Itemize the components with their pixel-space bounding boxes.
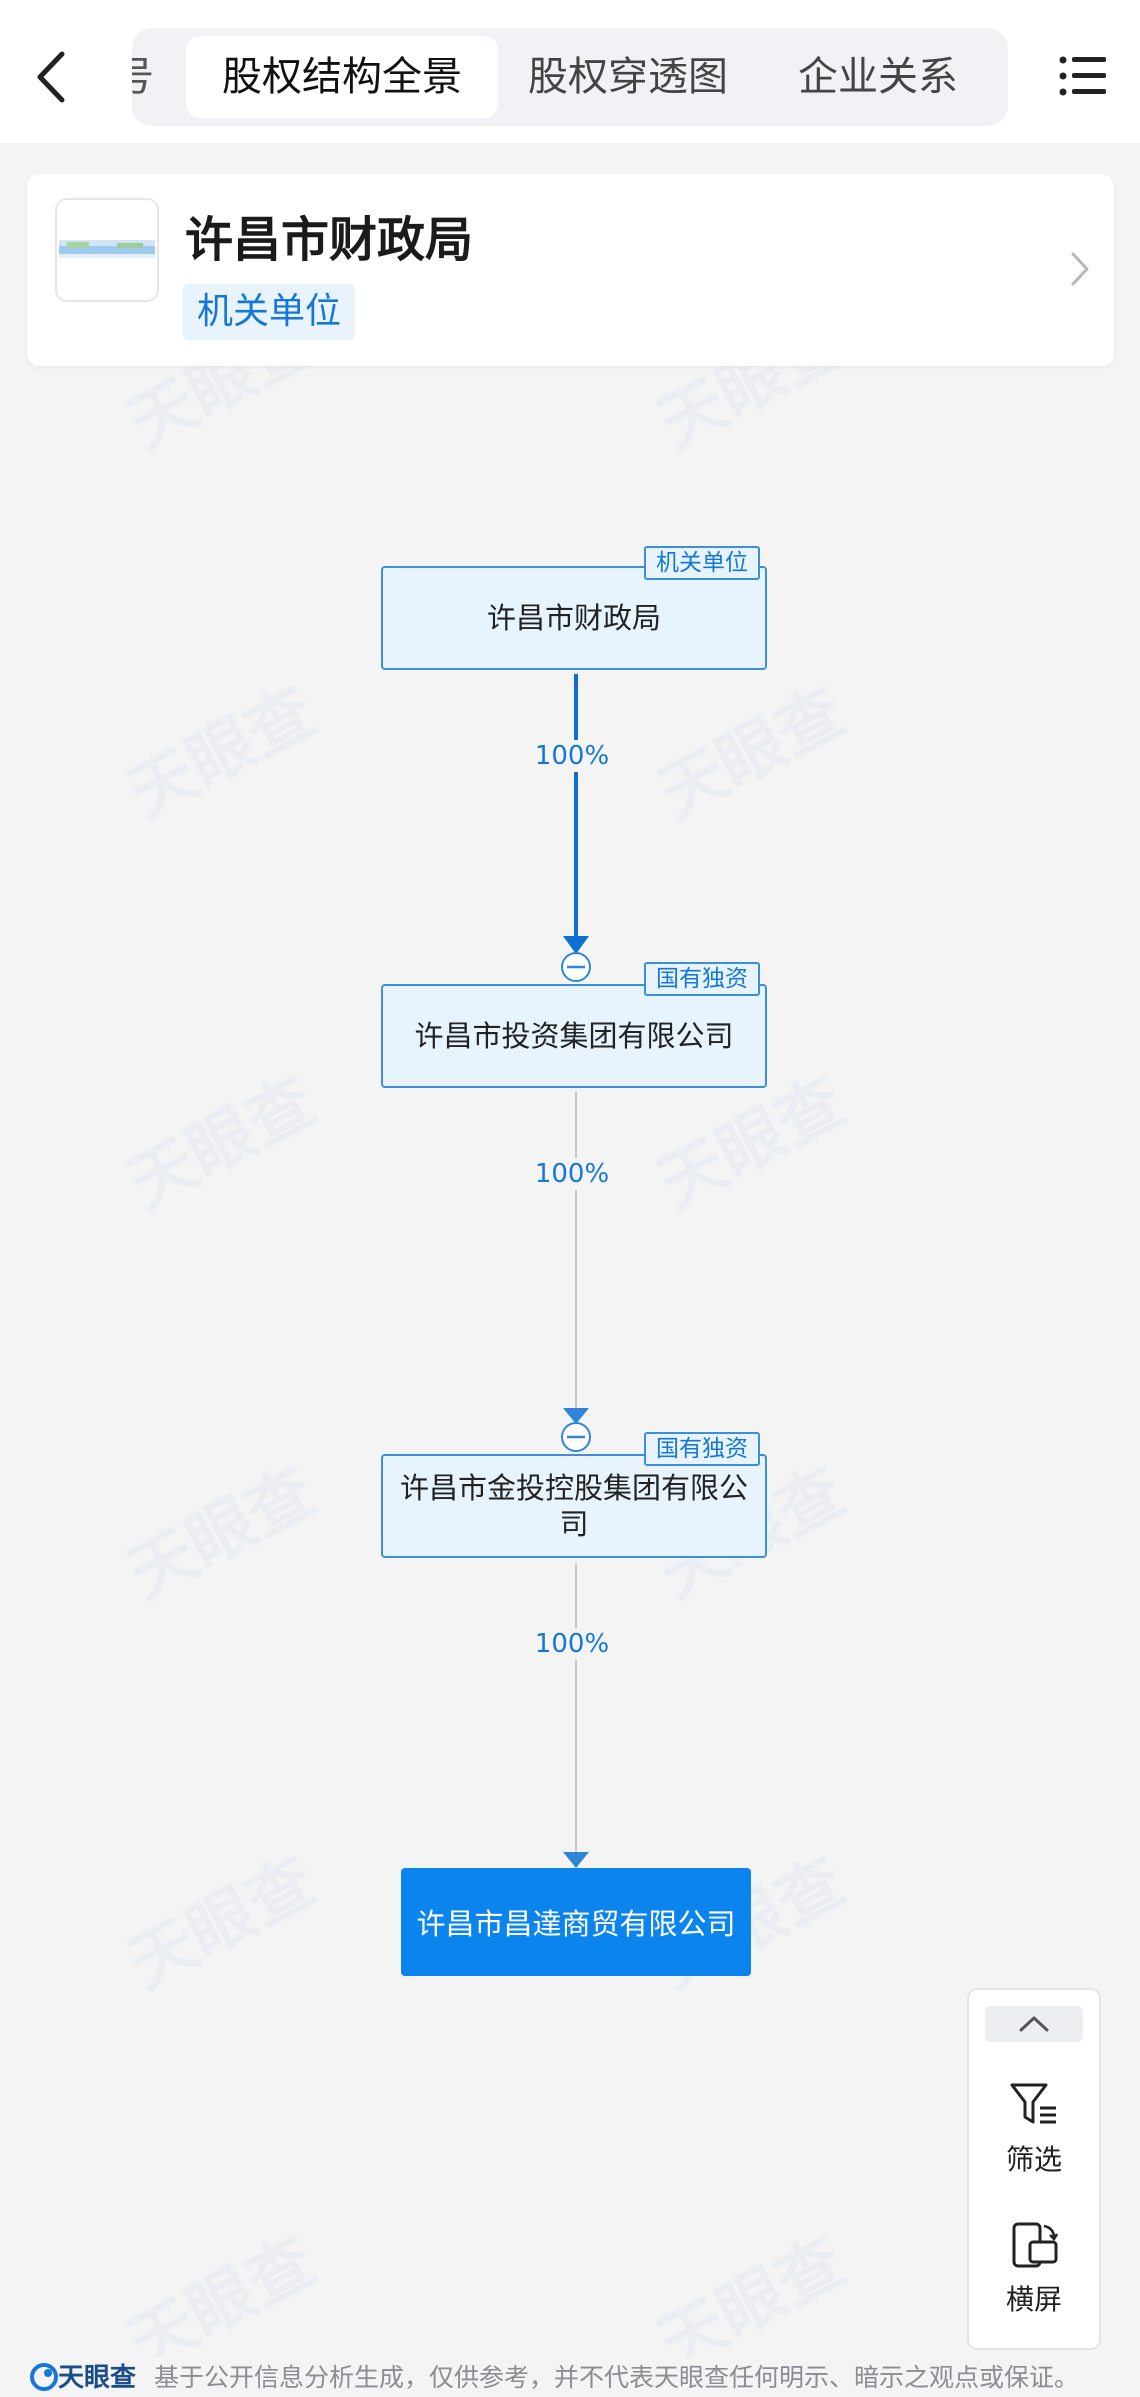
filter-label: 筛选 [1005,2143,1062,2176]
node-name: 许昌市投资集团有限公司 [414,1019,734,1053]
list-menu-icon [1059,56,1106,96]
back-button[interactable] [26,42,86,112]
footer: 天眼查 基于公开信息分析生成，仅供参考，并不代表天眼查任何明示、暗示之观点或保证… [0,2357,1140,2397]
shareholder-node[interactable]: 许昌市财政局 [381,566,767,670]
brand-logo-icon [30,2363,58,2391]
shareholder-node[interactable]: 许昌市投资集团有限公司 [381,984,767,1088]
chevron-left-icon [37,51,65,103]
landscape-label: 横屏 [1005,2283,1062,2316]
disclaimer-text: 基于公开信息分析生成，仅供参考，并不代表天眼查任何明示、暗示之观点或保证。 [154,2363,1080,2392]
chevron-right-icon [1065,244,1095,294]
tab-partial-previous[interactable]: 号 [132,54,154,100]
collapse-toggle[interactable] [561,952,591,982]
target-company-name: 许昌市昌達商贸有限公司 [416,1907,736,1941]
tab-enterprise-relations[interactable]: 企业关系 [798,54,958,100]
arrowhead-icon [563,1852,589,1868]
top-bar: 号 股权结构全景 股权穿透图 企业关系 [0,0,1140,143]
collapse-toggle[interactable] [561,1422,591,1452]
entity-logo [55,198,159,302]
edge-percent: 100% [522,740,622,772]
arrowhead-icon [563,1408,589,1424]
graph-edges [561,674,591,1868]
landscape-button[interactable]: 横屏 [969,2220,1099,2318]
rotate-screen-icon [1012,2222,1059,2268]
tab-equity-structure[interactable]: 股权结构全景 [186,36,498,118]
edge-percent: 100% [522,1628,622,1660]
node-name: 许昌市金投控股集团有限公司 [399,1471,748,1541]
node-type-tag: 机关单位 [644,546,760,580]
target-company-node[interactable]: 许昌市昌達商贸有限公司 [401,1868,751,1976]
node-type-tag: 国有独资 [644,1432,760,1466]
edge-percent: 100% [522,1158,622,1190]
entity-name: 许昌市财政局 [185,212,474,268]
filter-icon [1010,2083,1056,2124]
menu-button[interactable] [1058,52,1108,100]
node-type-tag: 国有独资 [644,962,760,996]
entity-logo-image [57,200,157,300]
collapse-panel-button[interactable] [985,2006,1083,2042]
entity-card[interactable]: 许昌市财政局 机关单位 [27,174,1114,366]
arrowhead-icon [563,936,589,954]
shareholder-node[interactable]: 许昌市金投控股集团有限公司 [381,1454,767,1558]
filter-button[interactable]: 筛选 [969,2080,1099,2178]
node-name: 许昌市财政局 [486,601,661,635]
brand-name: 天眼查 [58,2363,137,2393]
tab-bar: 号 股权结构全景 股权穿透图 企业关系 [132,28,1008,126]
floating-action-panel: 筛选 横屏 [967,1988,1101,2350]
equity-graph: 100% 100% 100% 许昌市财政局 机关单位 许昌市投资集团有限公司 国… [0,366,1140,2366]
entity-type-badge: 机关单位 [183,284,356,340]
brand-logo: 天眼查 [30,2361,136,2395]
chevron-up-icon [1019,2016,1049,2032]
tab-equity-penetration[interactable]: 股权穿透图 [528,54,728,100]
